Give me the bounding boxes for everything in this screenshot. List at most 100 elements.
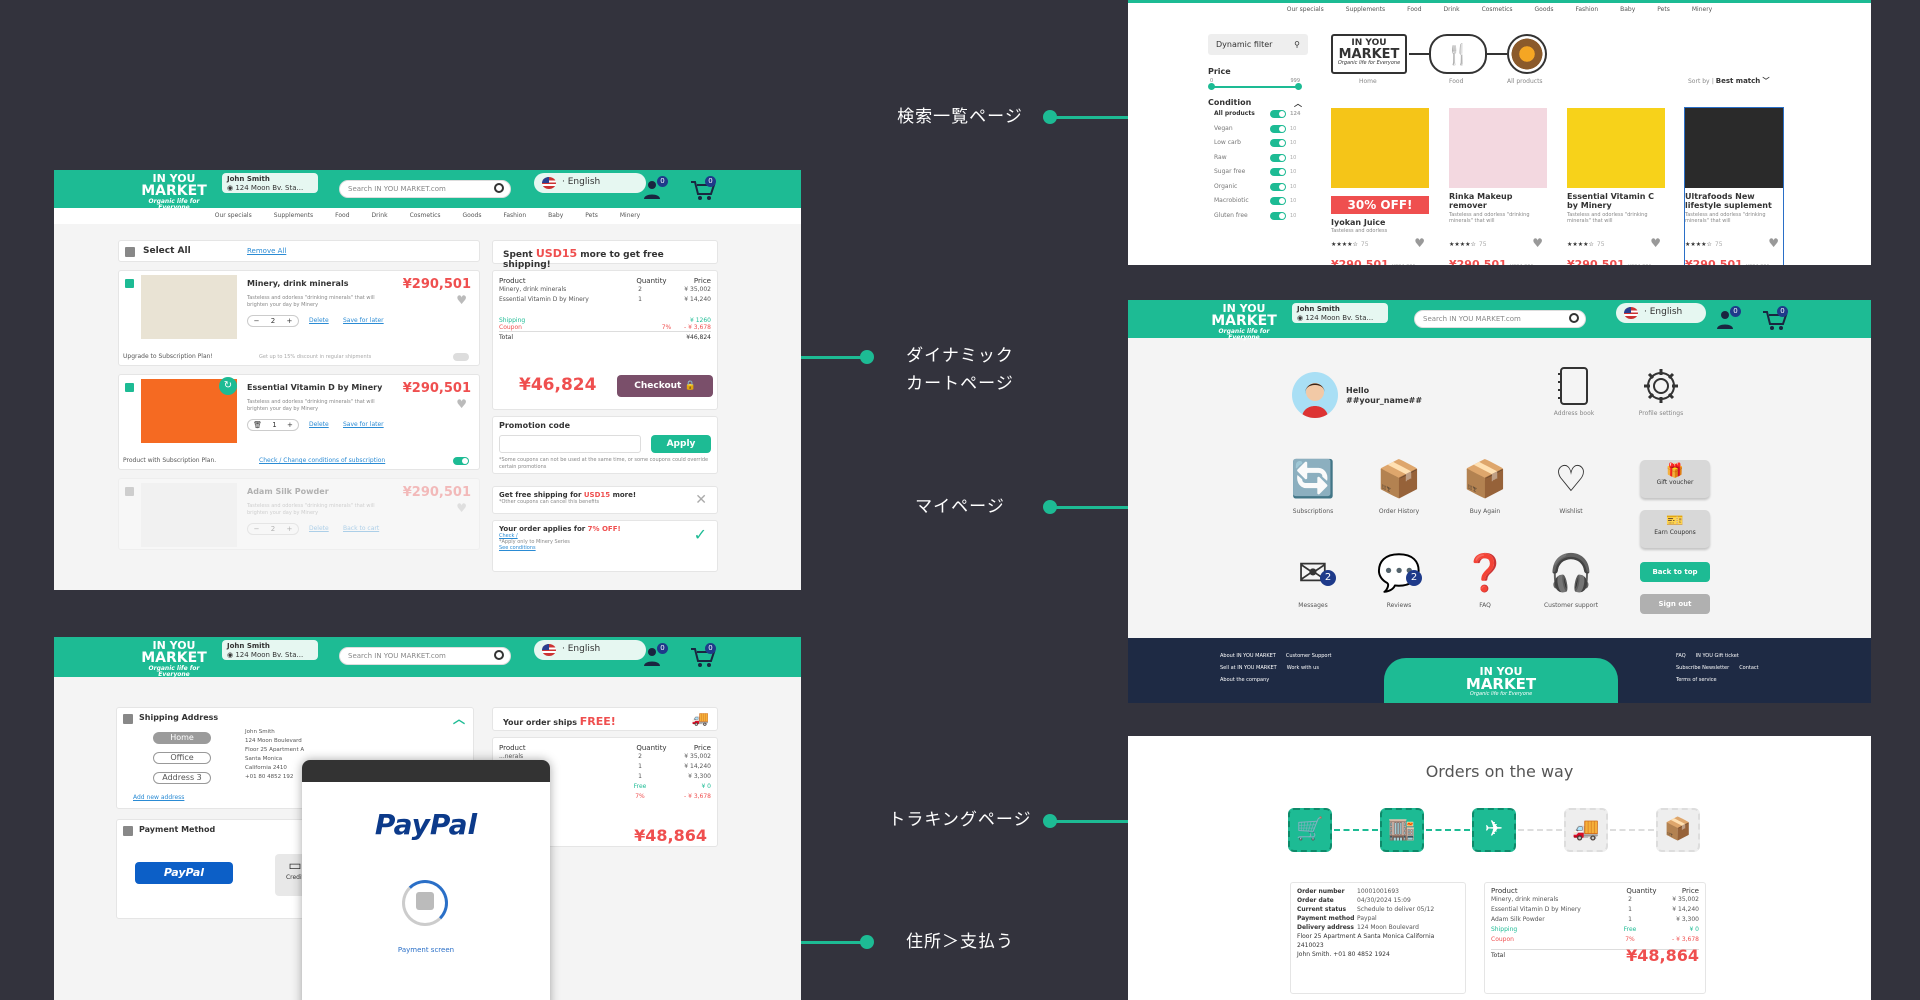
cart-icon[interactable]: 0 <box>690 643 716 667</box>
heart-icon[interactable]: ♥ <box>1650 236 1661 250</box>
product-name[interactable]: Iyokan Juice <box>1331 218 1386 227</box>
language-selector[interactable]: · English <box>1616 303 1706 323</box>
item-checkbox[interactable] <box>125 279 134 288</box>
footer-link[interactable]: Contact <box>1739 665 1759 671</box>
account-menu-item[interactable]: 🎧Customer support <box>1536 550 1606 609</box>
address-book[interactable]: Address book <box>1544 366 1604 417</box>
plus-icon[interactable]: + <box>286 317 293 325</box>
check-subscription-link[interactable]: Check / Change conditions of subscriptio… <box>259 457 386 464</box>
condition-header[interactable]: Condition ︿ <box>1208 98 1308 108</box>
plus-icon[interactable]: + <box>286 525 293 533</box>
heart-icon[interactable]: ♥ <box>1532 236 1543 250</box>
category-link[interactable]: Minery <box>619 212 641 219</box>
site-logo[interactable]: IN YOU MARKET Organic life for Everyone <box>1208 303 1280 341</box>
site-logo[interactable]: IN YOU MARKET Organic life for Everyone <box>138 640 210 678</box>
delete-link[interactable]: Delete <box>309 421 329 428</box>
heart-icon[interactable]: ♥ <box>1768 236 1779 250</box>
user-location[interactable]: John Smith ◉ 124 Moon Bv. Sta... <box>1292 303 1388 323</box>
site-logo[interactable]: IN YOU MARKET Organic life for Everyone <box>138 173 210 211</box>
quantity-stepper[interactable]: −2+ <box>247 315 299 327</box>
category-link[interactable]: Pets <box>1657 6 1670 13</box>
heart-icon[interactable]: ♥ <box>456 501 467 515</box>
category-link[interactable]: Drink <box>371 212 388 219</box>
slider-handle-min[interactable] <box>1208 83 1215 90</box>
select-all-label[interactable]: Select All <box>143 246 191 256</box>
account-menu-item[interactable]: 📦Buy Again <box>1450 456 1520 515</box>
language-selector[interactable]: · English <box>534 640 646 660</box>
crumb-all[interactable] <box>1507 34 1547 74</box>
dynamic-filter-button[interactable]: Dynamic filter ⚲ <box>1208 34 1308 55</box>
promo-input[interactable] <box>499 435 641 453</box>
footer-link[interactable]: About the company <box>1220 677 1270 683</box>
save-for-later-link[interactable]: Save for later <box>343 317 384 324</box>
item-name[interactable]: Adam Silk Powder <box>247 487 329 496</box>
earn-coupons-button[interactable]: 🎫 Earn Coupons <box>1640 510 1710 548</box>
category-link[interactable]: Our specials <box>1286 6 1324 13</box>
item-checkbox[interactable] <box>125 487 134 496</box>
back-to-top-button[interactable]: Back to top <box>1640 562 1710 582</box>
category-link[interactable]: Drink <box>1443 6 1460 13</box>
language-selector[interactable]: · English <box>534 173 646 193</box>
condition-toggle[interactable] <box>1270 168 1286 176</box>
product-name[interactable]: Essential Vitamin C by Minery <box>1567 192 1655 210</box>
category-link[interactable]: Fashion <box>1575 6 1599 13</box>
product-image[interactable] <box>1685 108 1783 188</box>
category-link[interactable]: Baby <box>548 212 564 219</box>
user-icon[interactable]: 0 <box>1716 306 1741 329</box>
category-link[interactable]: Goods <box>1534 6 1554 13</box>
category-link[interactable]: Minery <box>1691 6 1713 13</box>
heart-icon[interactable]: ♥ <box>456 397 467 411</box>
category-link[interactable]: Cosmetics <box>409 212 441 219</box>
chevron-up-icon[interactable]: ︿ <box>452 712 465 726</box>
item-checkbox[interactable] <box>125 383 134 392</box>
condition-toggle[interactable] <box>1270 110 1286 118</box>
item-name[interactable]: Essential Vitamin D by Minery <box>247 383 383 392</box>
heart-icon[interactable]: ♥ <box>456 293 467 307</box>
cart-icon[interactable]: 0 <box>1762 306 1788 330</box>
close-icon[interactable]: ✕ <box>695 492 707 508</box>
user-location[interactable]: John Smith ◉ 124 Moon Bv. Sta... <box>222 173 318 193</box>
category-link[interactable]: Supplements <box>1345 6 1386 13</box>
minus-icon[interactable]: − <box>253 317 260 325</box>
category-link[interactable]: Goods <box>462 212 482 219</box>
account-menu-item[interactable]: ♡Wishlist <box>1536 456 1606 515</box>
search-input[interactable]: Search IN YOU MARKET.com <box>339 180 511 198</box>
address-office-chip[interactable]: Office <box>153 752 211 764</box>
quantity-stepper[interactable]: 🗑1+ <box>247 419 299 431</box>
condition-toggle[interactable] <box>1270 139 1286 147</box>
item-image[interactable] <box>141 275 237 339</box>
select-all-checkbox[interactable] <box>125 247 135 257</box>
applies-check-link[interactable]: Check / <box>499 533 518 539</box>
shipping-checkbox[interactable] <box>123 714 133 724</box>
back-to-cart-link[interactable]: Back to cart <box>343 525 380 532</box>
condition-toggle[interactable] <box>1270 211 1286 220</box>
gift-voucher-button[interactable]: 🎁 Gift voucher <box>1640 460 1710 498</box>
footer-link[interactable]: IN YOU Gift ticket <box>1695 653 1739 659</box>
category-link[interactable]: Baby <box>1620 6 1636 13</box>
search-icon[interactable] <box>494 183 504 193</box>
user-icon[interactable]: 0 <box>643 643 668 666</box>
subscription-toggle[interactable] <box>453 457 469 465</box>
crumb-food[interactable]: 🍴 <box>1429 34 1487 74</box>
slider-handle-max[interactable] <box>1295 83 1302 90</box>
footer-link[interactable]: FAQ <box>1676 653 1686 659</box>
account-menu-item[interactable]: 📦Order History <box>1364 456 1434 515</box>
item-image[interactable] <box>141 483 237 547</box>
checkout-button[interactable]: Checkout 🔒 <box>617 375 713 397</box>
footer-link[interactable]: Work with us <box>1286 665 1319 671</box>
condition-toggle[interactable] <box>1270 197 1286 205</box>
delete-link[interactable]: Delete <box>309 317 329 324</box>
product-image[interactable] <box>1567 108 1665 188</box>
price-slider[interactable]: 0 999 <box>1208 78 1308 90</box>
